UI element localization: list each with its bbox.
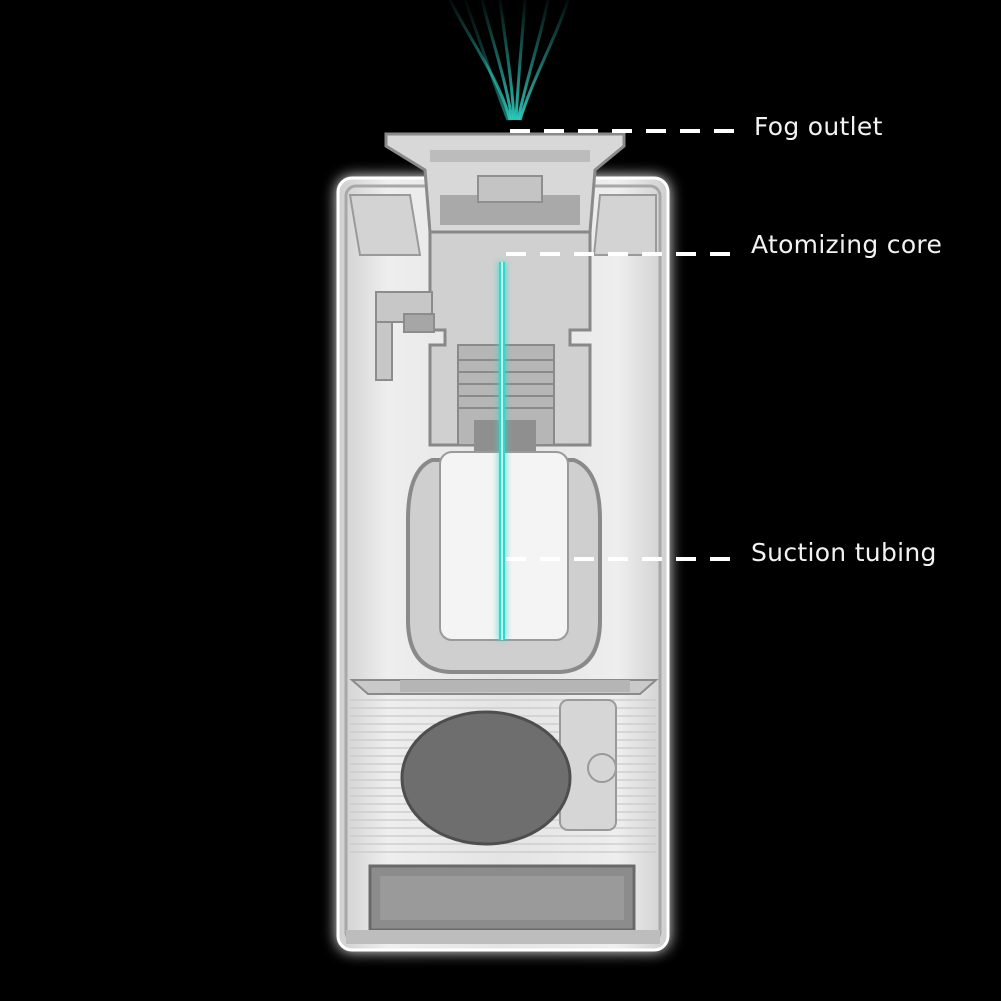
base-block xyxy=(346,866,660,944)
suction-tubing-label: Suction tubing xyxy=(751,538,937,567)
right-shoulder xyxy=(594,195,656,255)
suction-tube xyxy=(497,262,507,640)
lower-plate-rim xyxy=(400,680,630,692)
mist-plume xyxy=(450,0,568,120)
fog-outlet-label: Fog outlet xyxy=(754,112,883,141)
inner-stem xyxy=(430,232,590,452)
atomizing-core-label: Atomizing core xyxy=(751,230,942,259)
left-shoulder xyxy=(350,195,420,255)
